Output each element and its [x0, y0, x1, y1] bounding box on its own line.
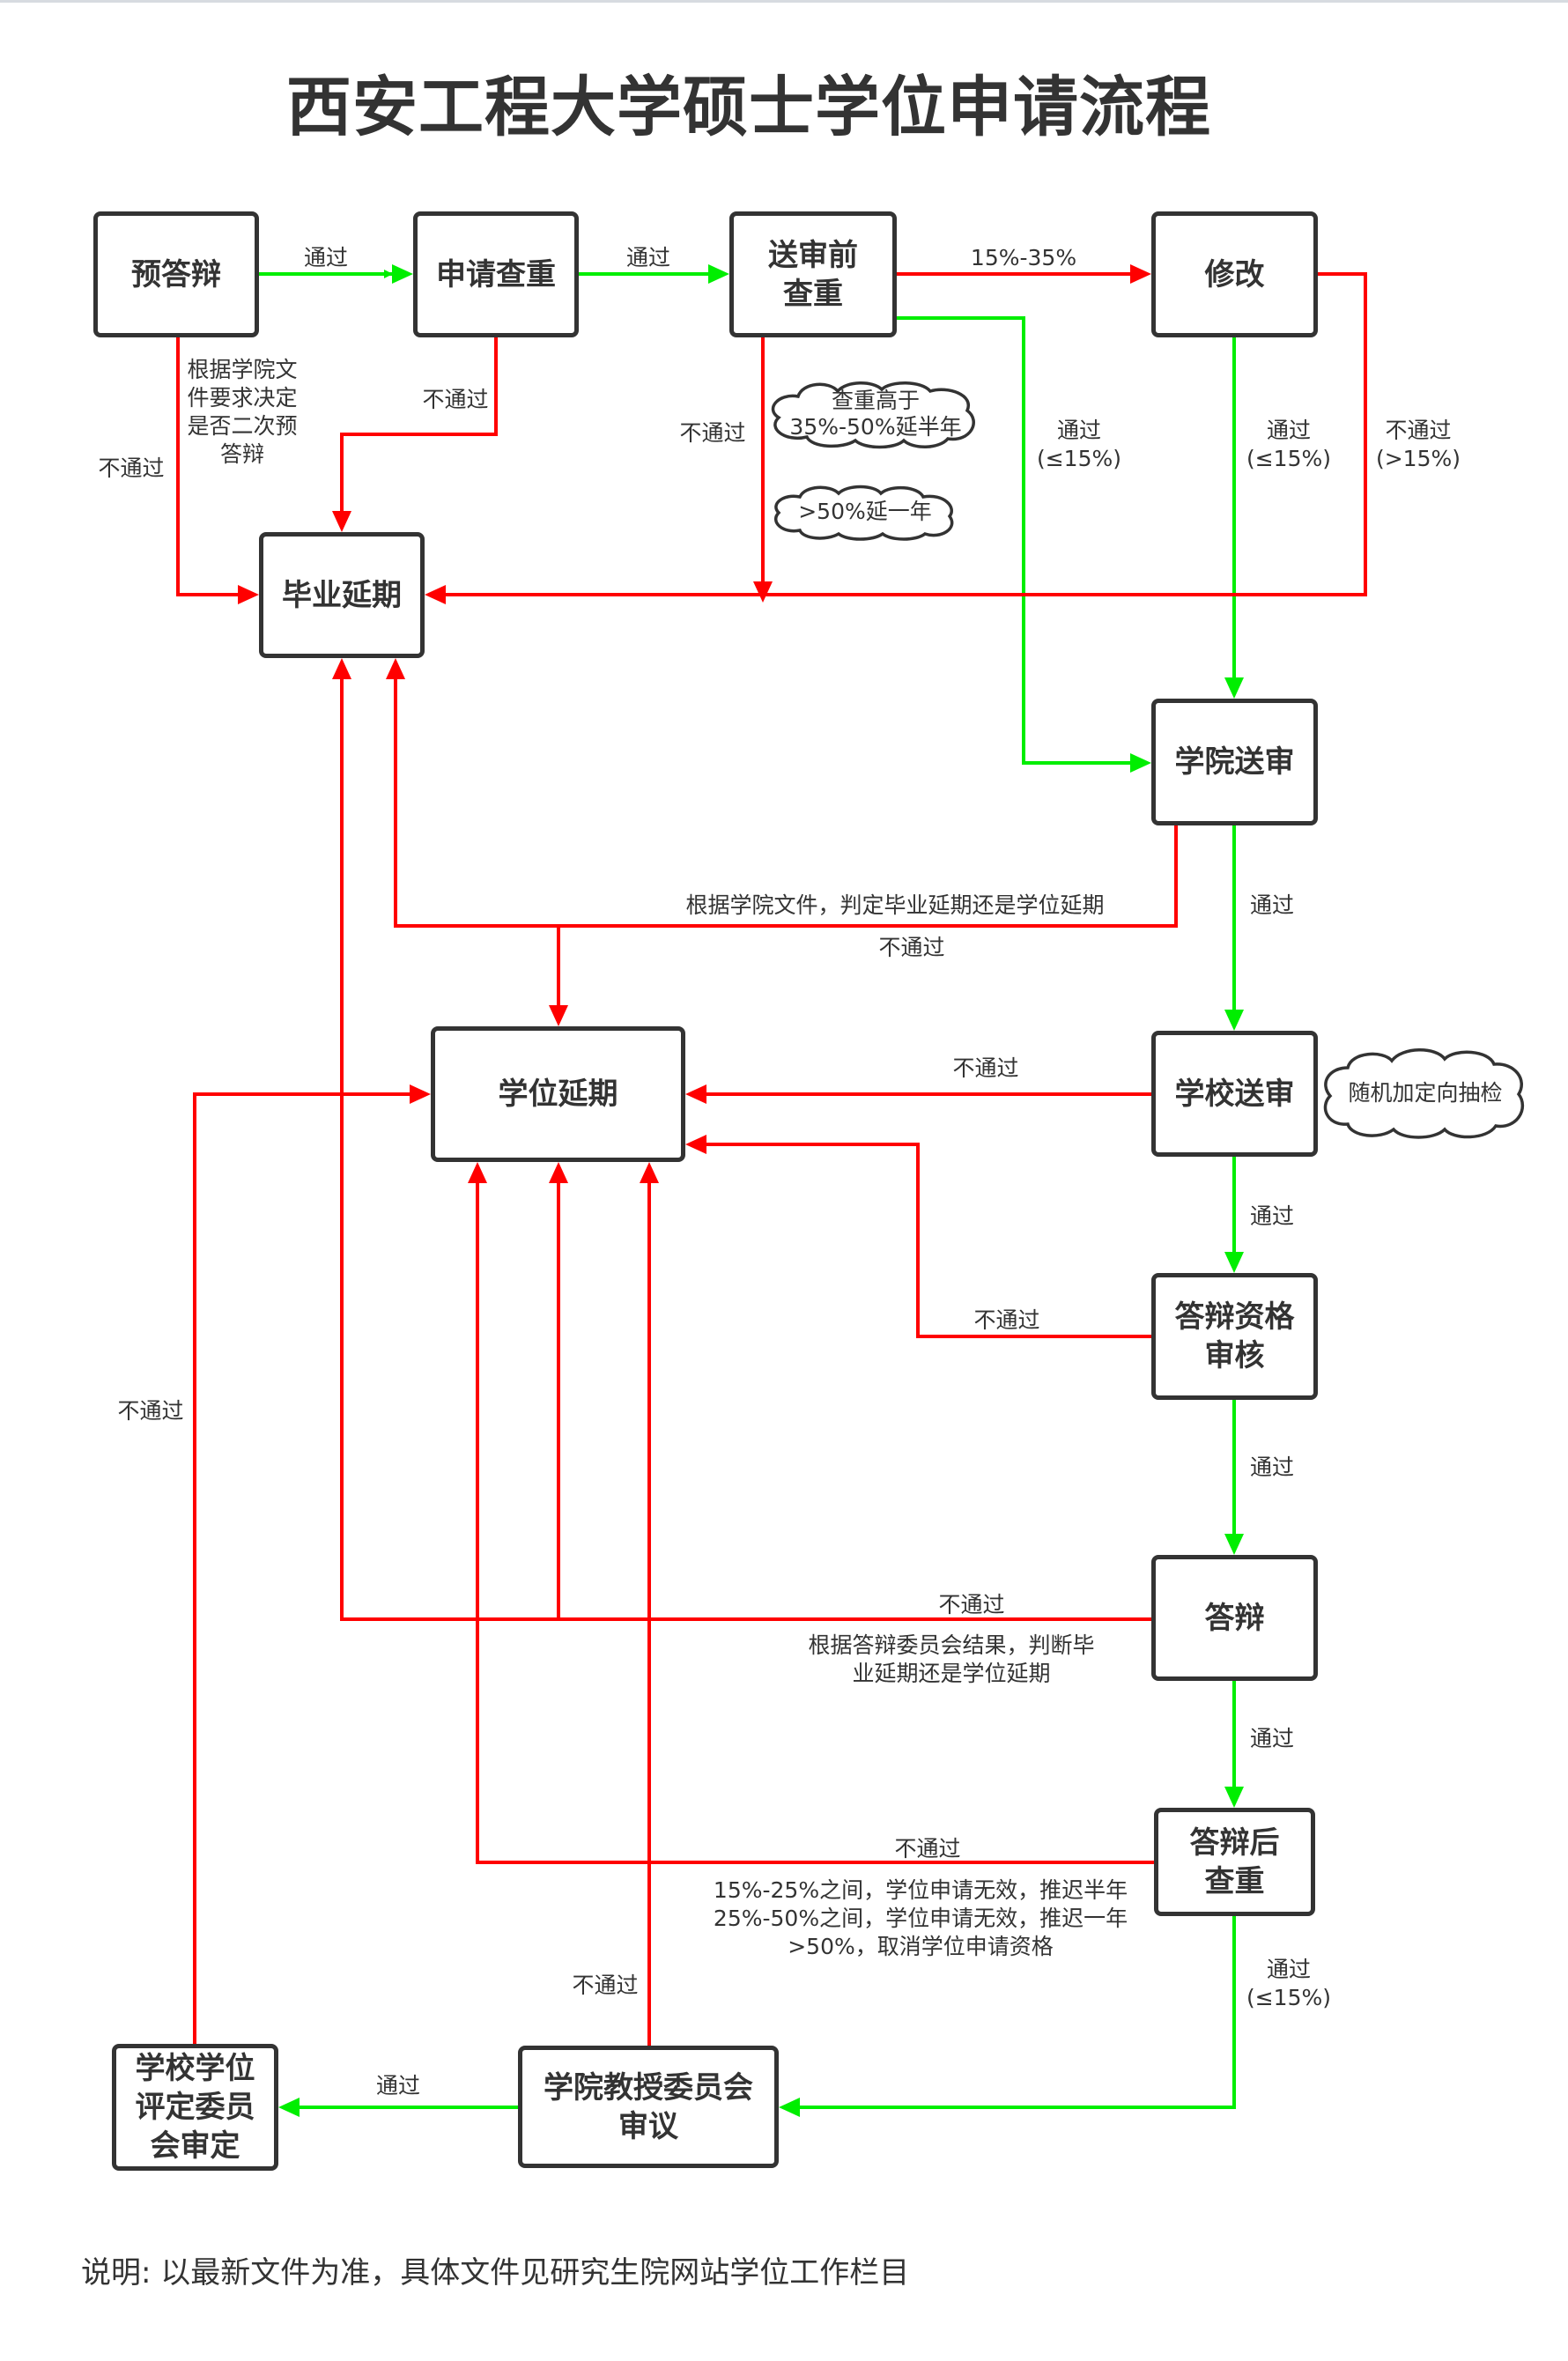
label-apply-to-prereview: 通过 [625, 245, 670, 270]
label-college-fail-note: 根据学院文件，判定毕业延期还是学位延期 [685, 892, 1105, 918]
arrowhead [549, 1162, 568, 1183]
arrowhead [278, 2098, 300, 2117]
node-degree-delay: 学位延期 [431, 1026, 685, 1162]
node-apply-check: 申请查重 [413, 211, 579, 337]
node-defense-qualification: 答辩资格 审核 [1151, 1273, 1318, 1400]
node-revise: 修改 [1151, 211, 1318, 337]
top-border [0, 0, 1568, 3]
label-apply-fail: 不通过 [422, 387, 489, 412]
cloud-shape [1323, 1048, 1525, 1139]
cloud-one-year: >50%延一年 [768, 483, 962, 541]
label-post-check-fail-note: 15%-25%之间，学位申请无效，推迟半年 25%-50%之间，学位申请无效，推… [713, 1877, 1128, 1959]
arrowhead [425, 585, 446, 604]
label-school-pass: 通过 [1249, 1203, 1294, 1229]
label-pre-to-apply: 通过 [303, 245, 348, 270]
edge-prereview-to-college [897, 316, 1132, 765]
node-college-review: 学院送审 [1151, 699, 1318, 825]
label-pre-fail: 不通过 [98, 455, 165, 481]
label-defense-fail-note: 根据答辩委员会结果，判断毕 业延期还是学位延期 [808, 1632, 1095, 1686]
label-school-fail: 不通过 [952, 1055, 1019, 1081]
node-defense: 答辩 [1151, 1555, 1318, 1681]
arrowhead [468, 1162, 487, 1183]
edge-college-fail [394, 677, 1178, 928]
node-school-review: 学校送审 [1151, 1031, 1318, 1157]
arrowhead [386, 658, 405, 679]
arrowhead [708, 264, 729, 284]
edge-postcheck-fail [476, 1181, 1154, 1864]
label-prereview-to-revise: 15%-35% [970, 245, 1077, 270]
page-title: 西安工程大学硕士学位申请流程 [286, 70, 1211, 145]
arrowhead [685, 1135, 706, 1154]
node-school-degree-committee: 学校学位 评定委员 会审定 [112, 2044, 278, 2171]
arrowhead [1224, 677, 1244, 699]
cloud-half-year: 查重高于 35%-50%延半年 [763, 379, 988, 449]
cloud-random-check-text: 随机加定向抽检 [1348, 1080, 1503, 1106]
arrowhead [1224, 1787, 1244, 1808]
cloud-random-check: 随机加定向抽检 [1321, 1045, 1529, 1142]
label-revise-pass: 通过 (≤15%) [1246, 418, 1332, 471]
arrowhead [1224, 1534, 1244, 1555]
cloud-half-year-text: 查重高于 35%-50%延半年 [789, 388, 962, 440]
cloud-shape [773, 485, 954, 541]
edge-apply-fail [340, 337, 498, 513]
arrowhead [410, 1084, 431, 1104]
edge-qualification-fail [705, 1143, 1151, 1338]
arrowhead [685, 1084, 706, 1104]
cloud-shape [771, 381, 975, 449]
arrowhead [1130, 264, 1151, 284]
edge-pre-fail [176, 337, 240, 596]
label-post-check-pass: 通过 (≤15%) [1246, 1957, 1332, 2010]
label-qualification-pass: 通过 [1249, 1454, 1294, 1480]
arrowhead [1224, 1010, 1244, 1031]
label-qualification-fail: 不通过 [973, 1307, 1040, 1333]
label-college-fail: 不通过 [878, 935, 945, 960]
arrowhead [392, 264, 413, 284]
arrowhead [332, 658, 351, 679]
cloud-one-year-text: >50%延一年 [798, 499, 932, 524]
edge-school-committee-fail [193, 1092, 411, 2044]
node-college-professor-committee: 学院教授委员会 审议 [518, 2046, 779, 2168]
arrowhead [779, 2098, 800, 2117]
footer-note: 说明: 以最新文件为准，具体文件见研究生院网站学位工作栏目 [81, 2255, 910, 2291]
arrowhead [753, 581, 773, 603]
label-revise-fail: 不通过 (>15%) [1375, 418, 1461, 471]
edge-revise-fail [444, 272, 1367, 596]
label-defense-pass: 通过 [1249, 1726, 1294, 1751]
label-defense-fail: 不通过 [938, 1592, 1005, 1617]
label-post-check-fail: 不通过 [894, 1836, 961, 1861]
arrowhead [549, 1005, 568, 1026]
edge-defense-fail [340, 677, 1151, 1621]
label-prereview-pass: 通过 (≤15%) [1036, 418, 1122, 471]
node-pre-review-check: 送审前 查重 [729, 211, 897, 337]
label-prereview-fail: 不通过 [679, 420, 746, 446]
label-college-pass: 通过 [1249, 892, 1294, 918]
arrowhead [1224, 1252, 1244, 1273]
arrowheads [238, 264, 1244, 2117]
label-school-committee-fail: 不通过 [117, 1398, 184, 1424]
node-post-defense-check: 答辩后 查重 [1154, 1808, 1315, 1916]
arrowhead [640, 1162, 659, 1183]
label-pre-fail-note: 根据学院文 件要求决定 是否二次预 答辩 [187, 357, 298, 467]
arrowhead [1130, 753, 1151, 773]
label-professor-fail: 不通过 [572, 1972, 639, 1998]
arrowhead [332, 511, 351, 532]
edge-postcheck-to-professor [798, 1916, 1236, 2109]
label-professor-pass: 通过 [375, 2073, 420, 2098]
node-graduation-delay: 毕业延期 [259, 532, 425, 658]
node-pre-defense: 预答辩 [93, 211, 259, 337]
arrowhead [238, 585, 259, 604]
